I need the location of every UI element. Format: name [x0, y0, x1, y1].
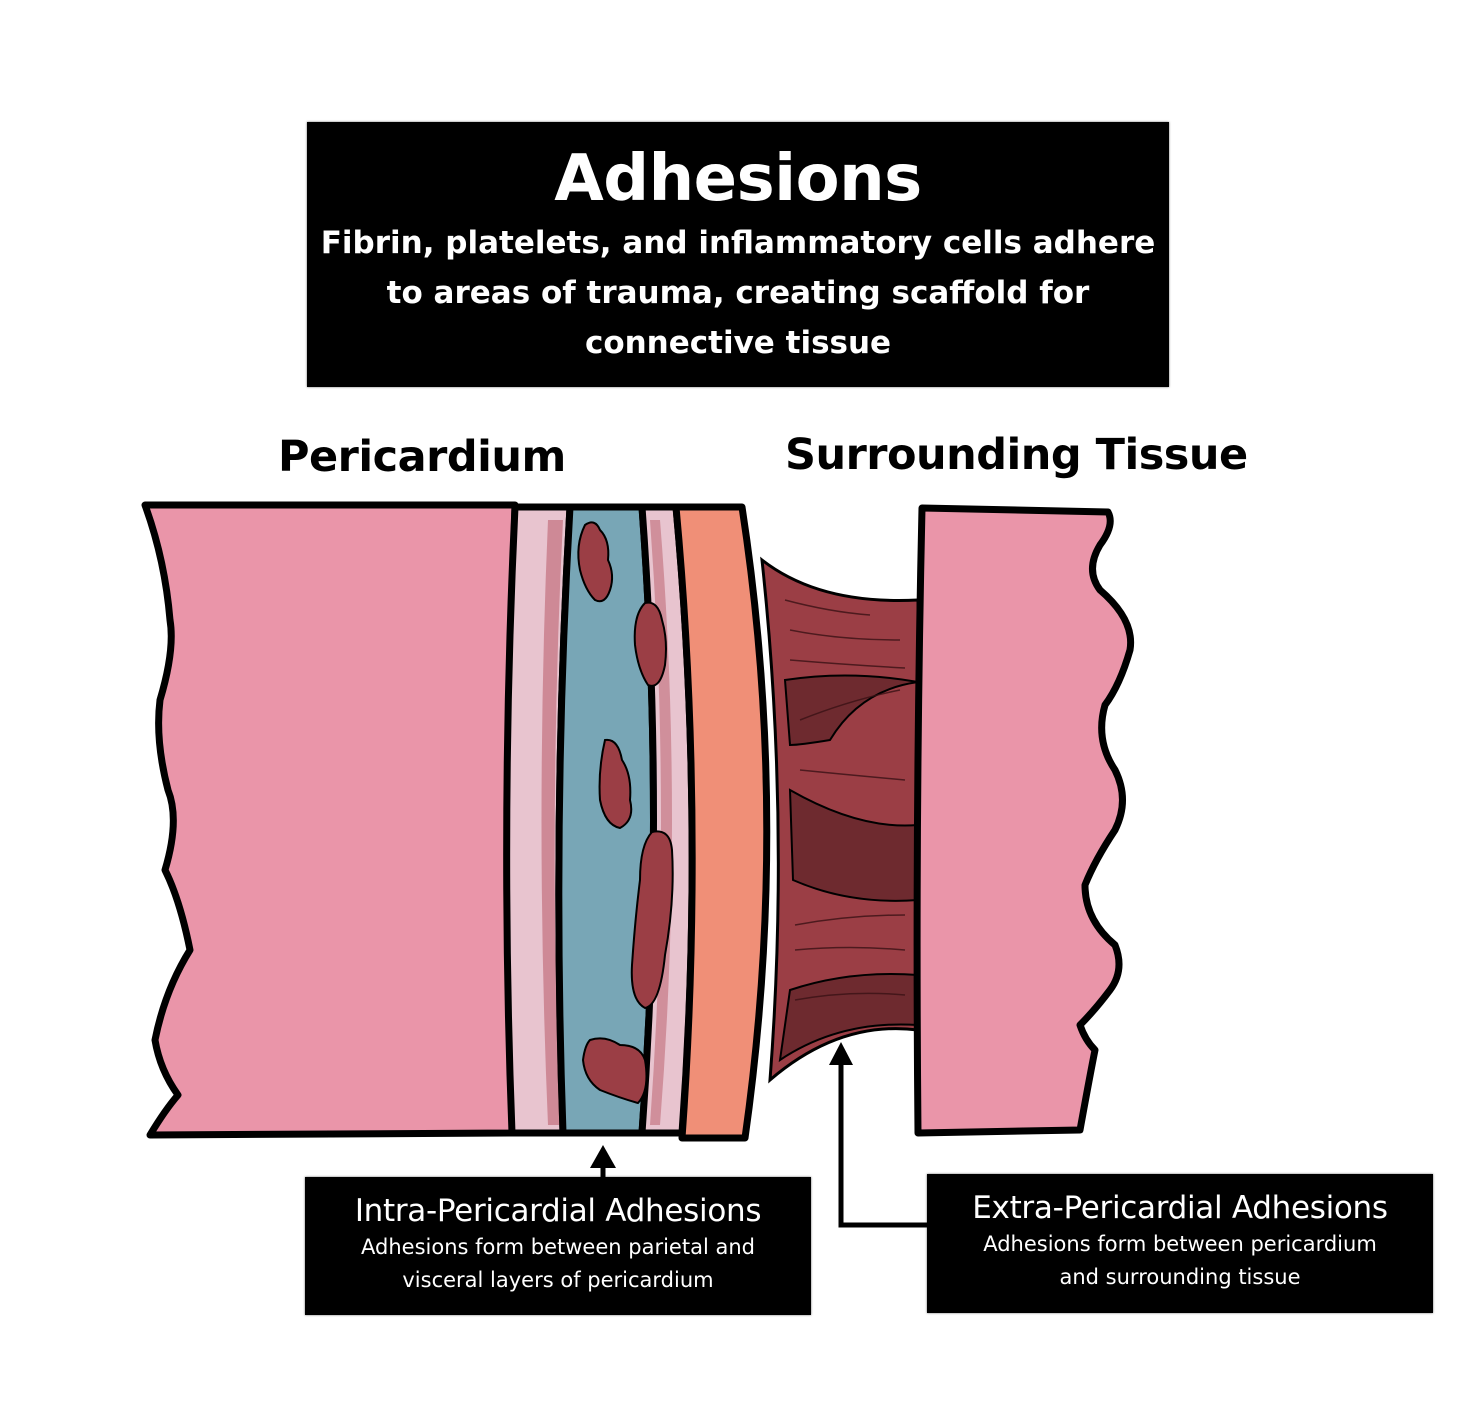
- pericardium-tissue-block: [141, 501, 519, 1139]
- extra-adhesion-dark-region: [778, 973, 919, 1063]
- extra-adhesion-dark-region: [783, 674, 919, 747]
- title-box: Adhesions Fibrin, platelets, and inflamm…: [307, 122, 1169, 387]
- extra-pericardial-callout: Extra-Pericardial Adhesions Adhesions fo…: [927, 1174, 1433, 1313]
- callout-description: Adhesions form between parietal and visc…: [305, 1231, 811, 1297]
- adhesion-clump: [577, 521, 614, 603]
- callout-description: Adhesions form between pericardium and s…: [927, 1228, 1433, 1294]
- adhesion-clump: [598, 738, 633, 830]
- title-description-line: connective tissue: [584, 325, 892, 361]
- callout-description-line: Adhesions form between parietal and: [361, 1235, 755, 1259]
- title-description-line: to areas of trauma, creating scaffold fo…: [386, 275, 1090, 311]
- adhesion-clump: [581, 1037, 648, 1105]
- intra-pointer-arrow: [590, 1145, 616, 1177]
- parietal-layer-shading: [541, 520, 563, 1125]
- callout-title: Extra-Pericardial Adhesions: [972, 1190, 1388, 1226]
- title-description-line: Fibrin, platelets, and inflammatory cell…: [320, 225, 1156, 261]
- surrounding-tissue-block: [913, 504, 1135, 1137]
- fiber-strands: [784, 599, 906, 1001]
- callout-description-line: Adhesions form between pericardium: [983, 1232, 1377, 1256]
- pericardium-label: Pericardium: [278, 432, 566, 482]
- adhesion-clump: [630, 830, 674, 1010]
- visceral-layer-shading: [650, 520, 672, 1125]
- fibrous-layer: [672, 503, 771, 1142]
- callout-title: Intra-Pericardial Adhesions: [354, 1193, 762, 1229]
- page-title: Adhesions: [554, 142, 922, 216]
- title-description: Fibrin, platelets, and inflammatory cell…: [307, 218, 1169, 368]
- callout-description-line: and surrounding tissue: [1059, 1265, 1301, 1289]
- intra-pericardial-callout: Intra-Pericardial Adhesions Adhesions fo…: [305, 1177, 811, 1315]
- surrounding-tissue-label: Surrounding Tissue: [785, 430, 1248, 480]
- callout-description-line: visceral layers of pericardium: [402, 1268, 714, 1292]
- extra-pointer-arrow: [829, 1042, 927, 1228]
- intra-adhesion-clumps: [577, 521, 674, 1105]
- adhesion-clump: [633, 601, 667, 687]
